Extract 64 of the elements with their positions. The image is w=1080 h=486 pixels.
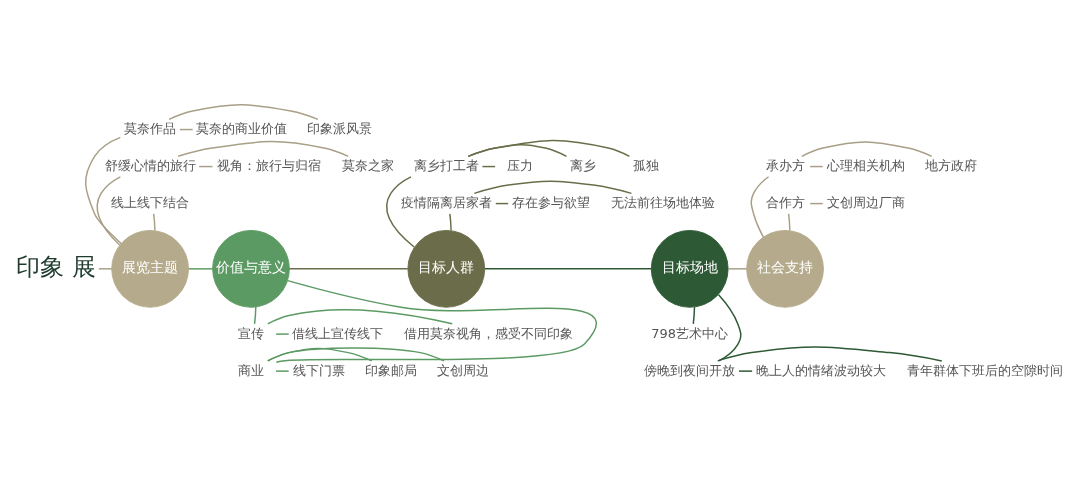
connector <box>96 176 122 246</box>
connector <box>467 143 568 158</box>
connector <box>275 333 290 335</box>
node-text: 莫奈的商业价值 <box>196 120 288 136</box>
node-text: 压力 <box>507 157 534 173</box>
node-text: 离乡打工者 <box>413 157 479 173</box>
connector <box>750 176 770 238</box>
node-circle: 社会支持 <box>746 229 824 308</box>
node-text: 存在参与欲望 <box>511 195 590 211</box>
node-circle: 目标场地 <box>650 229 729 308</box>
connector <box>467 139 631 158</box>
connector <box>267 347 373 362</box>
node-text: 印象邮局 <box>364 362 417 378</box>
connector <box>168 104 319 121</box>
node-text: 孤独 <box>633 157 660 173</box>
node-text: 印象派风景 <box>307 120 373 136</box>
node-text: 莫奈作品 <box>124 120 177 136</box>
connector <box>152 213 156 232</box>
connector <box>717 293 742 362</box>
node-text: 798艺术中心 <box>651 325 729 341</box>
node-text: 莫奈之家 <box>341 157 394 173</box>
connector <box>275 279 597 363</box>
node-text: 宣传 <box>237 325 264 341</box>
node-circle: 价值与意义 <box>212 229 290 308</box>
connector <box>738 370 753 372</box>
node-text: 合作方 <box>765 195 805 211</box>
connector <box>801 141 933 158</box>
node-text: 文创周边 <box>436 362 489 378</box>
node-text: 晚上人的情绪波动较大 <box>756 362 887 378</box>
node-text: 印象 展 <box>15 252 96 281</box>
connector <box>484 268 653 270</box>
connector <box>692 306 696 325</box>
node-text: 舒缓心情的旅行 <box>104 157 196 173</box>
node-text: 青年群体下班后的空隙时间 <box>906 362 1063 378</box>
node-text: 借用莫奈视角，感受不同印象 <box>404 325 574 341</box>
connector <box>717 346 943 362</box>
node-text: 心理相关机构 <box>826 157 905 173</box>
node-text: 文创周边厂商 <box>826 195 905 211</box>
node-text: 地方政府 <box>924 157 977 173</box>
node-text: 承办方 <box>765 157 805 173</box>
node-text: 无法前往场地体验 <box>610 195 715 211</box>
connector <box>275 370 290 372</box>
connector <box>386 176 415 248</box>
node-circle: 展览主题 <box>111 229 189 308</box>
connector <box>787 213 791 232</box>
connector <box>98 268 113 270</box>
node-text: 线上线下结合 <box>111 195 190 211</box>
connector <box>85 136 122 245</box>
node-text: 傍晚到夜间开放 <box>644 362 736 378</box>
node-text: 借线上宣传线下 <box>292 325 384 341</box>
node-text: 视角：旅行与归宿 <box>216 157 321 173</box>
connector <box>267 309 453 325</box>
connector <box>449 213 452 232</box>
node-text: 疫情隔离居家者 <box>400 195 492 211</box>
node-text: 线下门票 <box>292 362 345 378</box>
node-circle: 目标人群 <box>407 229 486 308</box>
node-text: 离乡 <box>570 157 597 173</box>
connector <box>188 268 214 270</box>
connector <box>288 268 409 270</box>
connector <box>727 268 748 270</box>
node-text: 商业 <box>237 362 264 378</box>
connector <box>473 180 633 195</box>
connector <box>267 347 445 362</box>
connector <box>177 140 349 158</box>
